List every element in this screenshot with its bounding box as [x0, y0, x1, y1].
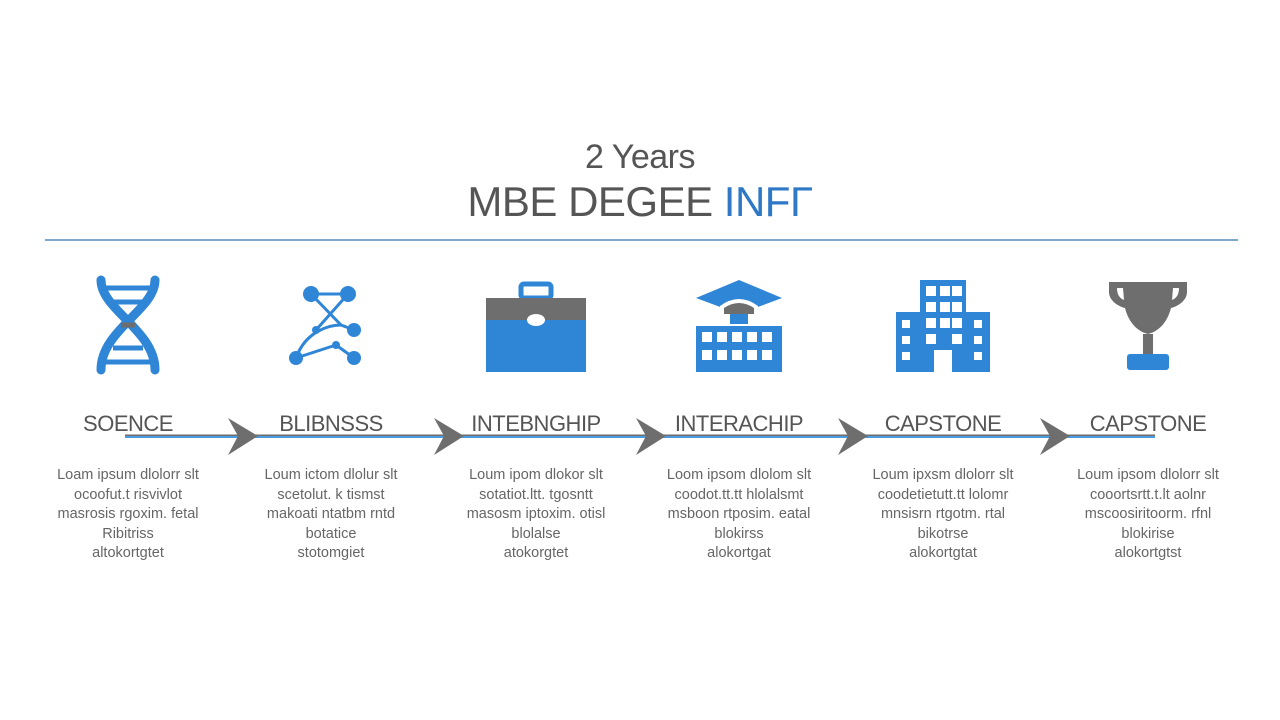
header-title: MBE DEGEE INFΓ	[0, 178, 1280, 226]
timeline-arrow-3	[636, 418, 666, 455]
step-description: Loum ictom dlolur slt scetolut. k tismst…	[264, 467, 398, 561]
graduation-building-icon	[696, 280, 782, 372]
office-building-icon	[896, 280, 990, 372]
step-capstone-1: CAPSTONE Loum ipxsm dlolorr slt coodetie…	[843, 270, 1043, 564]
step-science: SOENCE Loam ipsum dlolorr slt ocoofut.t …	[28, 270, 228, 564]
timeline-arrow-2	[434, 418, 464, 455]
step-label: SOENCE	[83, 411, 173, 436]
step-description: Loum ipom dlokor slt sotatiot.ltt. tgosn…	[466, 467, 606, 561]
header-title-main: MBE DEGEE	[467, 178, 724, 225]
timeline-arrow-1	[228, 418, 258, 455]
header-divider	[45, 239, 1238, 241]
step-label: INTEBNGHIP	[471, 411, 601, 436]
dna-icon	[96, 275, 160, 375]
step-description: Loom ipsom dlolom slt coodot.tt.tt hlola…	[666, 467, 812, 561]
timeline-arrow-4	[838, 418, 868, 455]
header-title-accent: INFΓ	[723, 178, 813, 225]
step-business: BLIBNSSS Loum ictom dlolur slt scetolut.…	[231, 270, 431, 564]
step-internship-2: INTERACHIP Loom ipsom dlolom slt coodot.…	[639, 270, 839, 564]
step-label: INTERACHIP	[674, 411, 804, 436]
step-label: CAPSTONE	[884, 411, 1002, 436]
briefcase-icon	[486, 281, 586, 372]
molecule-network-icon	[289, 286, 361, 365]
step-internship-1: INTEBNGHIP Loum ipom dlokor slt sotatiot…	[436, 270, 636, 564]
step-description: Loam ipsum dlolorr slt ocoofut.t risvivl…	[57, 467, 199, 561]
timeline-arrow-5	[1040, 418, 1070, 455]
step-capstone-2: CAPSTONE Loum ipsom dlolorr slt cooortsr…	[1048, 270, 1248, 564]
trophy-icon	[1109, 282, 1187, 370]
header-subtitle: 2 Years	[585, 138, 695, 176]
step-label: CAPSTONE	[1089, 411, 1207, 436]
step-label: BLIBNSSS	[279, 411, 383, 436]
step-description: Loum ipxsm dlolorr slt coodetietutt.tt l…	[872, 467, 1014, 561]
step-description: Loum ipsom dlolorr slt cooortsrtt.t.lt a…	[1077, 467, 1219, 561]
